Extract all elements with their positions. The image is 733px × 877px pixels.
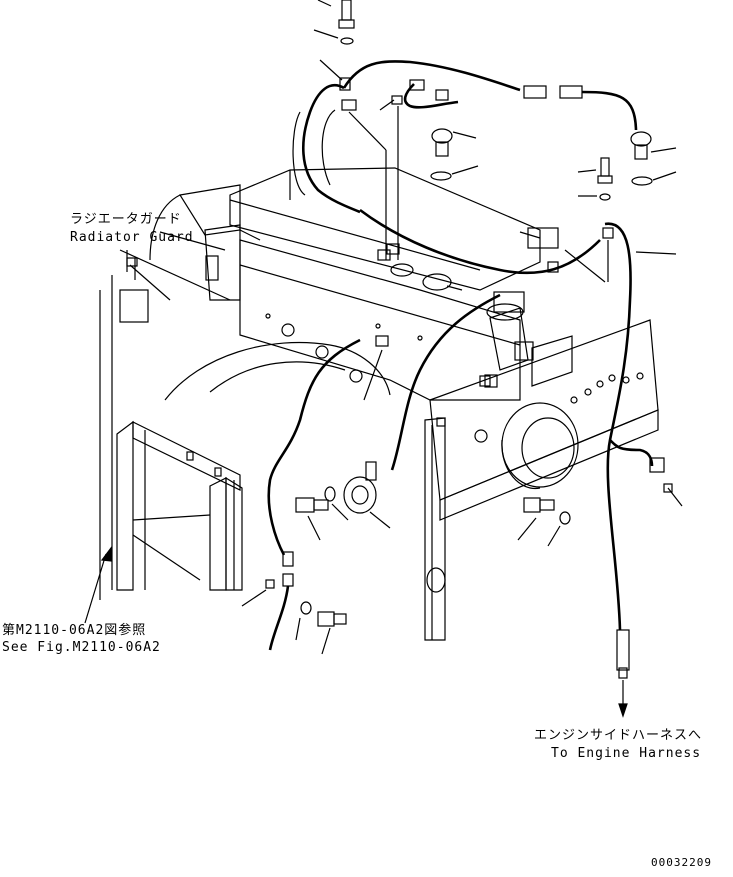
mid-bolt xyxy=(577,157,613,201)
bracket-small xyxy=(436,375,491,427)
sensor-left xyxy=(430,128,479,181)
radiator-guard-label-en: Radiator Guard xyxy=(70,230,194,245)
drawing-number: 00032209 xyxy=(651,856,712,869)
top-harness xyxy=(302,59,638,214)
frame-body xyxy=(119,109,659,641)
right-harness xyxy=(359,208,683,679)
top-clip xyxy=(341,95,403,260)
center-harness xyxy=(241,293,501,651)
horn xyxy=(343,461,391,529)
bolt-horn xyxy=(295,486,349,541)
radiator-guard-frame xyxy=(99,250,149,600)
see-fig-label-jp: 第M2110-06A2図参照 xyxy=(2,623,147,638)
bolt-lower xyxy=(295,601,347,655)
engine-harness-label-en: To Engine Harness xyxy=(551,746,702,761)
see-fig-label-en: See Fig.M2110-06A2 xyxy=(2,640,161,655)
cap-assembly xyxy=(377,243,573,387)
engine-harness-label-jp: エンジンサイドハーネスへ xyxy=(534,728,703,743)
sensor-right xyxy=(630,131,677,186)
top-washer xyxy=(313,29,354,45)
leader-lines xyxy=(84,231,628,718)
lower-frame xyxy=(116,420,243,591)
bolt-right xyxy=(517,497,571,547)
radiator-guard-label-jp: ラジエータガード xyxy=(70,212,182,227)
top-bolt xyxy=(317,0,355,29)
